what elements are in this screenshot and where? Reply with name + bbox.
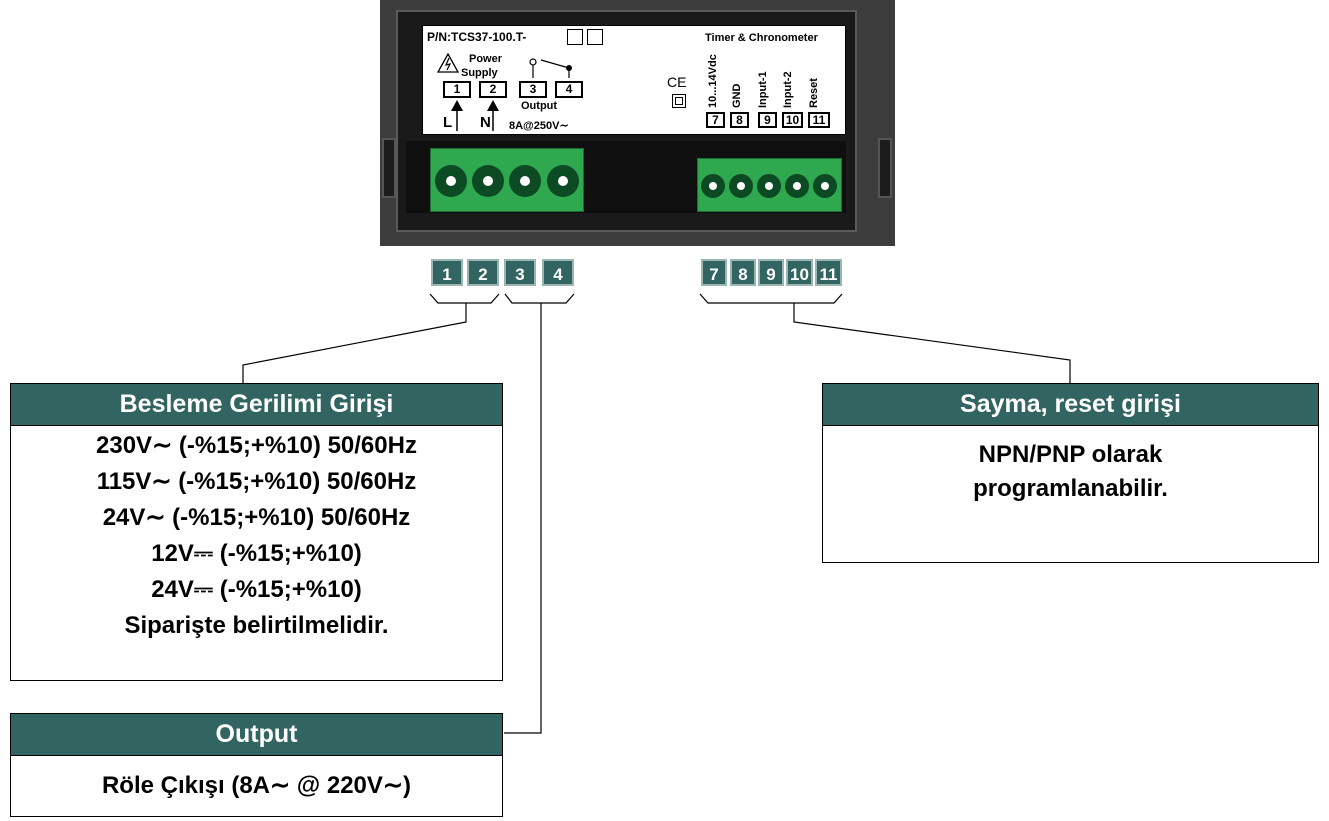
neutral-label: N xyxy=(480,114,491,131)
count-reset-box: Sayma, reset girişi NPN/PNP olarak progr… xyxy=(822,383,1319,563)
label-terminal: 4 xyxy=(555,81,583,98)
label-terminal: 2 xyxy=(479,81,507,98)
supply-line: 12V⎓ (-%15;+%10) xyxy=(151,540,362,567)
warning-icon xyxy=(437,53,459,73)
output-rating: 8A@250V∼ xyxy=(509,120,569,132)
supply-line: 230V∼ (-%15;+%10) 50/60Hz xyxy=(96,432,417,459)
connector-screw xyxy=(701,174,725,198)
double-insulation-icon xyxy=(672,94,686,108)
supply-line: 24V∼ (-%15;+%10) 50/60Hz xyxy=(102,504,411,531)
terminal-10: 10 xyxy=(786,259,813,286)
part-number: P/N:TCS37-100.T- xyxy=(427,30,527,44)
terminal-11: 11 xyxy=(815,259,842,286)
connector-screw xyxy=(757,174,781,198)
terminal-1: 1 xyxy=(431,259,463,286)
supply-order-note: Siparişte belirtilmelidir. xyxy=(124,612,389,639)
supply-line: 24V⎓ (-%15;+%10) xyxy=(151,576,362,603)
terminal-4: 4 xyxy=(542,259,574,286)
count-reset-title: Sayma, reset girişi xyxy=(823,384,1318,426)
connector-screw xyxy=(547,165,579,197)
count-reset-line: NPN/PNP olarak xyxy=(978,441,1163,468)
label-terminal: 11 xyxy=(808,112,830,128)
supply-voltage-box: Besleme Gerilimi Girişi 230V∼ (-%15;+%10… xyxy=(10,383,503,681)
label-terminal: 7 xyxy=(706,112,725,128)
count-reset-line: programlanabilir. xyxy=(973,475,1168,502)
label-terminal: 1 xyxy=(443,81,471,98)
supply-line: 115V∼ (-%15;+%10) 50/60Hz xyxy=(96,468,417,495)
part-number-option-box xyxy=(567,29,583,45)
label-terminal: 9 xyxy=(758,112,777,128)
line-label: L xyxy=(443,114,453,131)
terminal-9: 9 xyxy=(758,259,784,286)
connector-screw xyxy=(729,174,753,198)
line-neutral-arrows xyxy=(451,100,499,131)
device-label-panel: P/N:TCS37-100.T- Timer & Chronometer Pow… xyxy=(422,25,846,135)
left-mounting-tab xyxy=(382,138,396,198)
label-terminal: 8 xyxy=(730,112,749,128)
terminal-8: 8 xyxy=(730,259,756,286)
part-number-option-box xyxy=(587,29,603,45)
output-box: Output Röle Çıkışı (8A∼ @ 220V∼) xyxy=(10,713,503,817)
label-terminal: 3 xyxy=(519,81,547,98)
supply-label: Supply xyxy=(461,67,498,79)
terminal-2: 2 xyxy=(467,259,499,286)
connector-screw xyxy=(813,174,837,198)
right-mounting-tab xyxy=(878,138,892,198)
ce-mark: CE xyxy=(667,74,687,90)
connector-screw xyxy=(785,174,809,198)
output-title: Output xyxy=(11,714,502,756)
connector-screw xyxy=(472,165,504,197)
connector-screw xyxy=(509,165,541,197)
connector-screw xyxy=(435,165,467,197)
power-label: Power xyxy=(469,53,503,65)
product-name: Timer & Chronometer xyxy=(705,32,818,44)
output-label: Output xyxy=(521,100,558,112)
label-terminal: 10 xyxy=(782,112,803,128)
terminal-3: 3 xyxy=(504,259,536,286)
output-text: Röle Çıkışı (8A∼ @ 220V∼) xyxy=(101,772,412,799)
supply-voltage-title: Besleme Gerilimi Girişi xyxy=(11,384,502,426)
relay-contact-icon xyxy=(529,58,572,78)
terminal-7: 7 xyxy=(701,259,727,286)
